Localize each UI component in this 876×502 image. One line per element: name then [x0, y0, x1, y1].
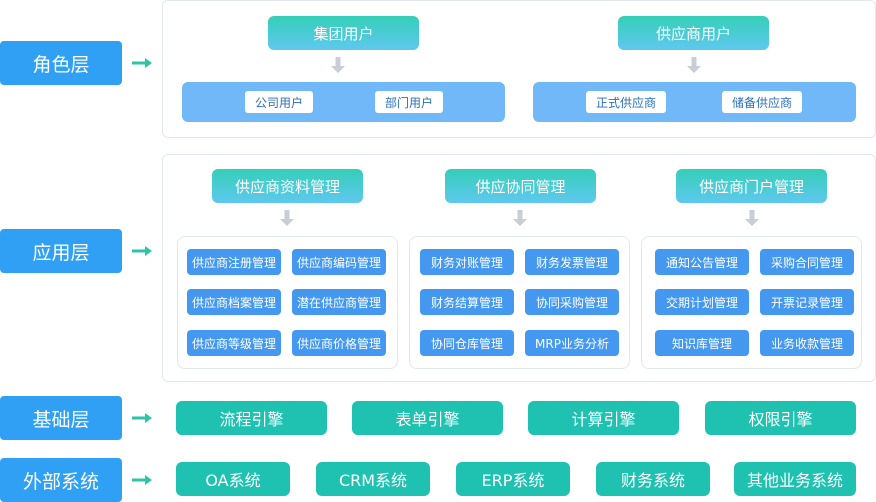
- arrow-right-icon: [132, 413, 152, 423]
- external-system: CRM系统: [316, 462, 430, 496]
- arrow-down-icon: [687, 57, 701, 73]
- module-button: 通知公告管理: [655, 249, 749, 275]
- base-engine: 流程引擎: [176, 401, 327, 435]
- layer-label-app: 应用层: [0, 229, 122, 273]
- module-button: 协同仓库管理: [420, 330, 514, 356]
- module-button: 供应商档案管理: [187, 289, 281, 315]
- role-supplier-title: 供应商用户: [618, 16, 769, 50]
- arrow-down-icon: [331, 57, 345, 73]
- module-button: 供应商等级管理: [187, 330, 281, 356]
- layer-label-external: 外部系统: [0, 458, 122, 502]
- role-group-bar: [182, 82, 505, 122]
- base-engine: 权限引擎: [705, 401, 856, 435]
- app-col3-title: 供应商门户管理: [676, 169, 827, 203]
- app-col1-title: 供应商资料管理: [212, 169, 363, 203]
- arrow-right-icon: [132, 475, 152, 485]
- base-engine: 计算引擎: [528, 401, 679, 435]
- role-item: 公司用户: [245, 91, 313, 113]
- module-button: 财务结算管理: [420, 289, 514, 315]
- module-button: 供应商编码管理: [292, 249, 386, 275]
- module-button: 交期计划管理: [655, 289, 749, 315]
- role-supplier-bar: [533, 82, 856, 122]
- external-system: ERP系统: [456, 462, 570, 496]
- external-system: 其他业务系统: [734, 462, 856, 496]
- module-button: 协同采购管理: [525, 289, 619, 315]
- module-button: 供应商价格管理: [292, 330, 386, 356]
- module-button: 知识库管理: [655, 330, 749, 356]
- module-button: 供应商注册管理: [187, 249, 281, 275]
- module-button: 采购合同管理: [760, 249, 854, 275]
- module-button: 财务对账管理: [420, 249, 514, 275]
- module-button: 开票记录管理: [760, 289, 854, 315]
- module-button: 潜在供应商管理: [292, 289, 386, 315]
- arrow-right-icon: [132, 58, 152, 68]
- arrow-down-icon: [280, 210, 294, 226]
- role-item: 部门用户: [375, 91, 443, 113]
- arrow-down-icon: [745, 210, 759, 226]
- role-item: 储备供应商: [722, 91, 802, 113]
- base-engine: 表单引擎: [352, 401, 503, 435]
- arrow-right-icon: [132, 246, 152, 256]
- role-item: 正式供应商: [586, 91, 666, 113]
- app-col2-title: 供应协同管理: [445, 169, 596, 203]
- layer-label-role: 角色层: [0, 41, 122, 85]
- external-system: OA系统: [176, 462, 290, 496]
- module-button: MRP业务分析: [525, 330, 619, 356]
- role-group-title: 集团用户: [268, 16, 419, 50]
- external-system: 财务系统: [596, 462, 710, 496]
- arrow-down-icon: [513, 210, 527, 226]
- module-button: 业务收款管理: [760, 330, 854, 356]
- layer-label-base: 基础层: [0, 396, 122, 440]
- module-button: 财务发票管理: [525, 249, 619, 275]
